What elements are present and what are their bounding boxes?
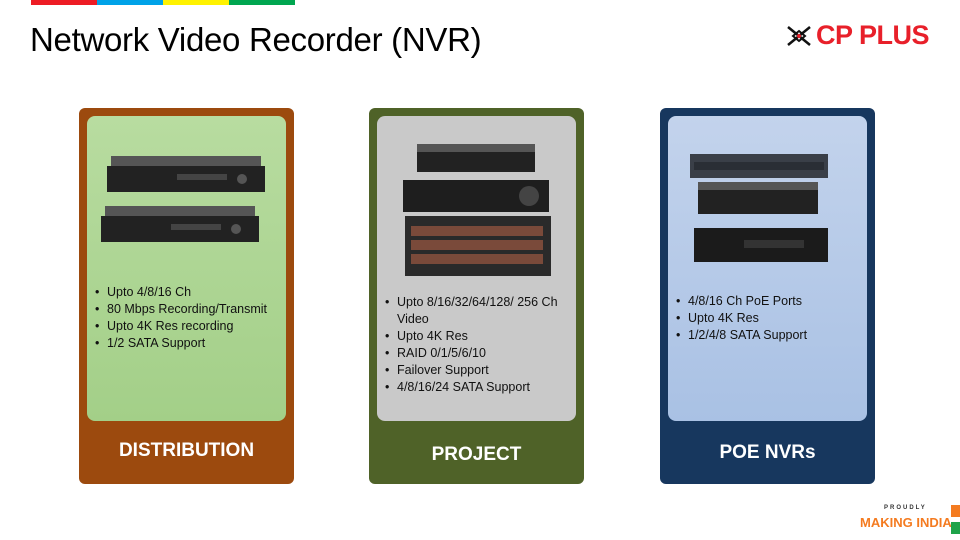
feature-item: 4/8/16/24 SATA Support xyxy=(385,379,575,396)
stripe-blue xyxy=(97,0,163,5)
feature-list: Upto 4/8/16 Ch 80 Mbps Recording/Transmi… xyxy=(95,284,267,352)
category-label: POE NVRs xyxy=(719,442,816,463)
card-panel: Upto 4/8/16 Ch 80 Mbps Recording/Transmi… xyxy=(87,116,286,421)
feature-item: 1/2/4/8 SATA Support xyxy=(676,327,807,344)
feature-item: RAID 0/1/5/6/10 xyxy=(385,345,575,362)
nvr-device-image xyxy=(694,228,828,262)
card-distribution: Upto 4/8/16 Ch 80 Mbps Recording/Transmi… xyxy=(79,108,294,484)
card-panel: 4/8/16 Ch PoE Ports Upto 4K Res 1/2/4/8 … xyxy=(668,116,867,421)
nvr-device-image xyxy=(417,144,535,172)
category-label: DISTRIBUTION xyxy=(118,440,255,461)
card-project: Upto 8/16/32/64/128/ 256 Ch Video Upto 4… xyxy=(369,108,584,484)
feature-item: 80 Mbps Recording/Transmit xyxy=(95,301,267,318)
feature-item: 4/8/16 Ch PoE Ports xyxy=(676,293,807,310)
nvr-device-image xyxy=(101,206,259,242)
flag-orange xyxy=(951,505,960,517)
nvr-device-image xyxy=(107,156,265,192)
category-label: PROJECT xyxy=(431,444,522,465)
feature-item: Failover Support xyxy=(385,362,575,379)
page-title: Network Video Recorder (NVR) xyxy=(30,21,482,58)
stripe-yellow xyxy=(163,0,229,5)
card-poe-nvrs: 4/8/16 Ch PoE Ports Upto 4K Res 1/2/4/8 … xyxy=(660,108,875,484)
cp-plus-logo: CP PLUS xyxy=(786,20,930,51)
feature-item: Upto 4/8/16 Ch xyxy=(95,284,267,301)
make-in-india-logo: MAKING INDIA xyxy=(860,515,952,530)
feature-item: Upto 4K Res recording xyxy=(95,318,267,335)
nvr-device-image xyxy=(690,154,828,178)
nvr-device-image xyxy=(403,180,549,212)
feature-item: Upto 8/16/32/64/128/ 256 Ch Video xyxy=(385,294,575,328)
feature-item: Upto 4K Res xyxy=(676,310,807,327)
flag-green xyxy=(951,522,960,534)
logo-mark-icon xyxy=(787,25,811,46)
feature-list: 4/8/16 Ch PoE Ports Upto 4K Res 1/2/4/8 … xyxy=(676,293,807,344)
feature-list: Upto 8/16/32/64/128/ 256 Ch Video Upto 4… xyxy=(385,294,575,396)
card-panel: Upto 8/16/32/64/128/ 256 Ch Video Upto 4… xyxy=(377,116,576,421)
feature-item: Upto 4K Res xyxy=(385,328,575,345)
stripe-red xyxy=(31,0,97,5)
feature-item: 1/2 SATA Support xyxy=(95,335,267,352)
storage-server-image xyxy=(405,216,551,276)
nvr-device-image xyxy=(698,182,818,214)
proudly-text: PROUDLY xyxy=(884,505,927,511)
stripe-green xyxy=(229,0,295,5)
